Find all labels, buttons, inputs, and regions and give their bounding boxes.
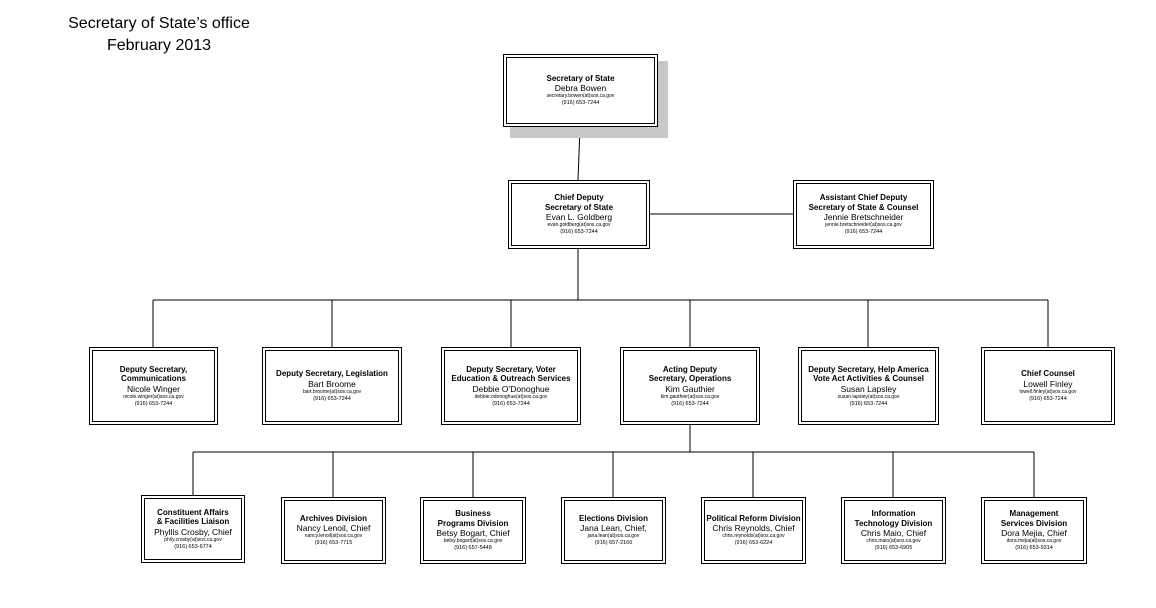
node-name: Lowell Finley [1023, 378, 1073, 389]
chart-title: Secretary of State’s office [68, 15, 250, 32]
node-name: Debra Bowen [554, 83, 607, 94]
node-name: Dora Mejia, Chief [1001, 528, 1067, 538]
node-role: Deputy Secretary, Communications [119, 364, 188, 384]
node-email: jennie.bretschneider(at)sos.ca.gov [825, 222, 902, 228]
node-role: Chief Deputy Secretary of State [544, 193, 614, 212]
node-deputy-voter-education[interactable]: Deputy Secretary, Voter Education & Outr… [441, 347, 581, 425]
node-role: Political Reform Division [706, 513, 801, 523]
node-business-programs-division[interactable]: Business Programs Division Betsy Bogart,… [420, 497, 526, 564]
node-role: Acting Deputy Secretary, Operations [648, 364, 732, 384]
node-phone: (916) 653-6774 [174, 543, 212, 550]
node-phone: (916) 653-7244 [560, 229, 598, 235]
node-name: Kim Gauthier [665, 383, 715, 394]
node-email: betsy.bogart(at)sos.ca.gov [443, 538, 503, 544]
node-chief-deputy[interactable]: Chief Deputy Secretary of State Evan L. … [508, 180, 650, 249]
node-name: Susan Lapsley [840, 383, 897, 394]
node-email: nicole.winger(at)sos.ca.gov [123, 393, 184, 400]
node-phone: (916) 657-2166 [594, 540, 633, 547]
node-email: lowell.finley(at)sos.ca.gov [1019, 388, 1077, 395]
node-name: Betsy Bogart, Chief [436, 528, 510, 538]
node-email: dora.mejia(at)sos.ca.gov [1006, 538, 1062, 544]
node-name: Evan L. Goldberg [545, 212, 613, 222]
node-email: phily.crosby(at)sos.ca.gov [164, 536, 222, 543]
node-role: Information Technology Division [854, 509, 933, 528]
node-role: Secretary of State [546, 73, 615, 83]
node-phone: (916) 653-7244 [1029, 395, 1067, 402]
node-role: Chief Counsel [1021, 369, 1075, 379]
node-email: bart.broome(at)sos.ca.gov [302, 388, 362, 395]
node-email: chris.reynolds(at)sos.ca.gov [722, 533, 785, 540]
node-constituent-affairs[interactable]: Constituent Affairs & Facilities Liaison… [141, 495, 245, 563]
node-role: Business Programs Division [437, 509, 509, 528]
node-name: Jana Lean, Chief, [580, 523, 647, 534]
node-role: Archives Division [299, 513, 368, 523]
node-phone: (916) 653-6905 [874, 545, 913, 551]
node-archives-division[interactable]: Archives Division Nancy Lenoil, Chief na… [281, 497, 386, 564]
node-chief-counsel[interactable]: Chief Counsel Lowell Finley lowell.finle… [981, 347, 1115, 425]
node-email: kim.gauthier(at)sos.ca.gov [660, 393, 720, 400]
node-phone: (916) 653-7244 [561, 100, 600, 107]
node-deputy-communications[interactable]: Deputy Secretary, Communications Nicole … [89, 347, 218, 425]
node-phone: (916) 653-7244 [313, 395, 351, 402]
node-phone: (916) 653-7244 [671, 400, 709, 407]
node-deputy-legislation[interactable]: Deputy Secretary, Legislation Bart Broom… [262, 347, 402, 425]
node-role: Deputy Secretary, Voter Education & Outr… [451, 364, 571, 384]
node-name: Jennie Bretschneider [823, 212, 904, 222]
node-name: Phyllis Crosby, Chief [154, 526, 232, 537]
node-role: Elections Division [579, 513, 648, 523]
node-role: Deputy Secretary, Help America Vote Act … [808, 364, 929, 384]
node-role: Assistant Chief Deputy Secretary of Stat… [808, 193, 919, 212]
node-phone: (916) 653-7244 [844, 229, 883, 235]
node-name: Nicole Winger [127, 383, 180, 394]
node-phone: (916) 653-9314 [1015, 545, 1053, 551]
node-role: Deputy Secretary, Legislation [276, 369, 388, 379]
node-phone: (916) 653-6224 [734, 540, 773, 547]
node-management-services-division[interactable]: Management Services Division Dora Mejia,… [981, 497, 1087, 564]
node-name: Bart Broome [308, 378, 356, 389]
node-elections-division[interactable]: Elections Division Jana Lean, Chief, jan… [561, 497, 666, 564]
node-email: nancy.lenoil(at)sos.ca.gov [304, 533, 363, 540]
node-secretary-of-state[interactable]: Secretary of State Debra Bowen secretary… [503, 54, 658, 127]
chart-date: February 2013 [106, 37, 212, 54]
node-phone: (916) 653-7244 [849, 400, 888, 407]
node-email: jana.lean(at)sos.ca.gov [587, 533, 640, 540]
node-phone: (916) 657-5448 [454, 545, 492, 551]
node-it-division[interactable]: Information Technology Division Chris Ma… [841, 497, 946, 564]
node-political-reform-division[interactable]: Political Reform Division Chris Reynolds… [701, 497, 806, 564]
node-name: Chris Reynolds, Chief [712, 523, 795, 534]
node-phone: (916) 653-7244 [492, 400, 530, 407]
node-deputy-operations[interactable]: Acting Deputy Secretary, Operations Kim … [620, 347, 760, 425]
node-email: debbie.odonoghue(at)sos.ca.gov [474, 393, 548, 400]
node-phone: (916) 653-7715 [314, 540, 353, 547]
node-email: evan.goldberg(at)sos.ca.gov [547, 222, 611, 228]
node-name: Debbie O’Donoghue [472, 383, 550, 394]
node-name: Chris Maio, Chief [860, 528, 927, 538]
node-deputy-hava[interactable]: Deputy Secretary, Help America Vote Act … [798, 347, 939, 425]
node-phone: (916) 653-7244 [134, 400, 173, 407]
node-email: secretary.bowen(at)sos.ca.gov [546, 93, 615, 100]
node-email: susan.lapsley(at)sos.ca.gov [837, 393, 900, 400]
node-name: Nancy Lenoil, Chief [296, 523, 371, 534]
node-role: Management Services Division [1000, 509, 1068, 528]
node-email: chris.maio(at)sos.ca.gov [866, 538, 921, 544]
node-role: Constituent Affairs & Facilities Liaison [156, 507, 230, 527]
node-assistant-chief-deputy[interactable]: Assistant Chief Deputy Secretary of Stat… [793, 180, 934, 249]
